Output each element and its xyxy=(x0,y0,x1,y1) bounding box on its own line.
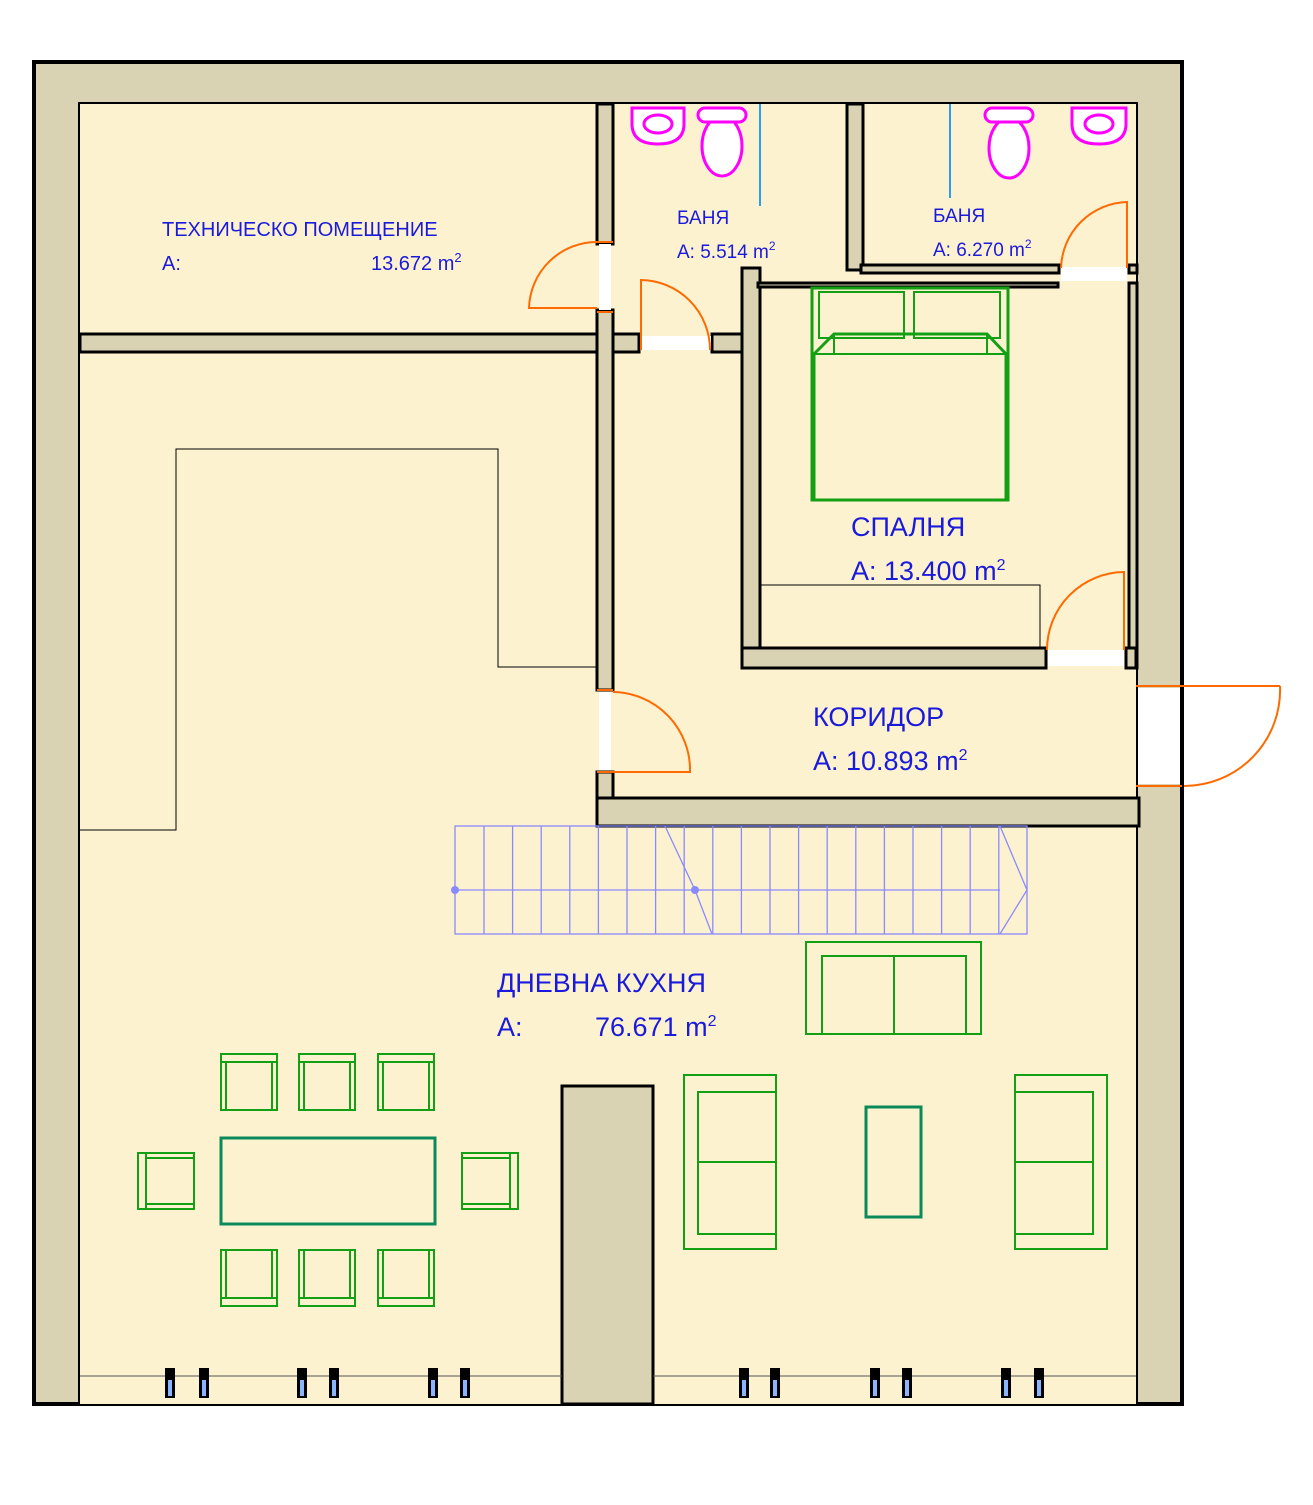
corridor-area: A: 10.893 m2 xyxy=(813,746,968,776)
living-area: 76.671 m2 xyxy=(595,1012,717,1042)
mullion-glass xyxy=(332,1380,336,1396)
bath1-area: A: 5.514 m2 xyxy=(677,239,776,263)
corridor-name: КОРИДОР xyxy=(813,702,944,732)
living-area-prefix: A: xyxy=(497,1012,523,1042)
bath2-fixtures xyxy=(949,104,1128,198)
mullion-glass xyxy=(463,1380,467,1396)
chair-icon xyxy=(461,1152,519,1210)
doors xyxy=(527,200,1282,788)
window-mullions xyxy=(165,1368,1044,1398)
door-bath2 xyxy=(1060,200,1128,269)
mullion-glass xyxy=(1004,1380,1008,1396)
door-living xyxy=(597,689,692,773)
mullion-glass xyxy=(300,1380,304,1396)
bedroom-name: СПАЛНЯ xyxy=(851,512,965,542)
chair-icon xyxy=(377,1053,435,1111)
bath2-name: БАНЯ xyxy=(933,206,985,227)
stairs xyxy=(451,825,1028,935)
bedroom-area: A: 13.400 m2 xyxy=(851,556,1006,586)
toilet-icon xyxy=(987,116,1031,180)
technical-room-area: 13.672 m2 xyxy=(371,250,462,275)
chair-icon xyxy=(220,1053,278,1111)
chair-icon xyxy=(220,1249,278,1307)
technical-room-area-prefix: A: xyxy=(162,253,181,275)
mullion-glass xyxy=(431,1380,435,1396)
sofa-left-icon xyxy=(683,1074,777,1250)
door-bedroom xyxy=(1046,570,1125,651)
door-entrance xyxy=(1136,685,1282,788)
technical-room-name: ТЕХНИЧЕСКО ПОМЕЩЕНИЕ xyxy=(162,219,438,241)
bath1-fixtures xyxy=(630,104,761,206)
chair-icon xyxy=(298,1249,356,1307)
room-labels: ТЕХНИЧЕСКО ПОМЕЩЕНИЕ A: 13.672 m2 БАНЯ A… xyxy=(162,206,1032,1042)
mullion-glass xyxy=(1037,1380,1041,1396)
dining-table-icon xyxy=(219,1136,437,1226)
closet-outline xyxy=(760,584,1041,648)
sofa-right-icon xyxy=(1014,1074,1108,1250)
interior-walls xyxy=(78,102,1141,1406)
bed-icon xyxy=(810,286,1010,502)
mullion-glass xyxy=(168,1380,172,1396)
dining-chairs xyxy=(137,1053,519,1307)
door-technical xyxy=(527,241,613,313)
mullion-glass xyxy=(773,1380,777,1396)
door-openings xyxy=(599,244,1180,784)
mullion-glass xyxy=(905,1380,909,1396)
mullion-glass xyxy=(742,1380,746,1396)
bath2-area: A: 6.270 m2 xyxy=(933,237,1032,261)
door-bath1 xyxy=(640,278,711,351)
chair-icon xyxy=(377,1249,435,1307)
mullion-glass xyxy=(873,1380,877,1396)
mullion-glass xyxy=(202,1380,206,1396)
chair-icon xyxy=(137,1152,195,1210)
living-name: ДНЕВНА КУХНЯ xyxy=(497,968,706,998)
bath1-name: БАНЯ xyxy=(677,208,729,229)
chair-icon xyxy=(298,1053,356,1111)
coffee-table-icon xyxy=(864,1105,923,1219)
sofa-top-icon xyxy=(805,941,982,1035)
mezzanine-outline xyxy=(80,448,597,831)
toilet-icon xyxy=(700,114,744,178)
